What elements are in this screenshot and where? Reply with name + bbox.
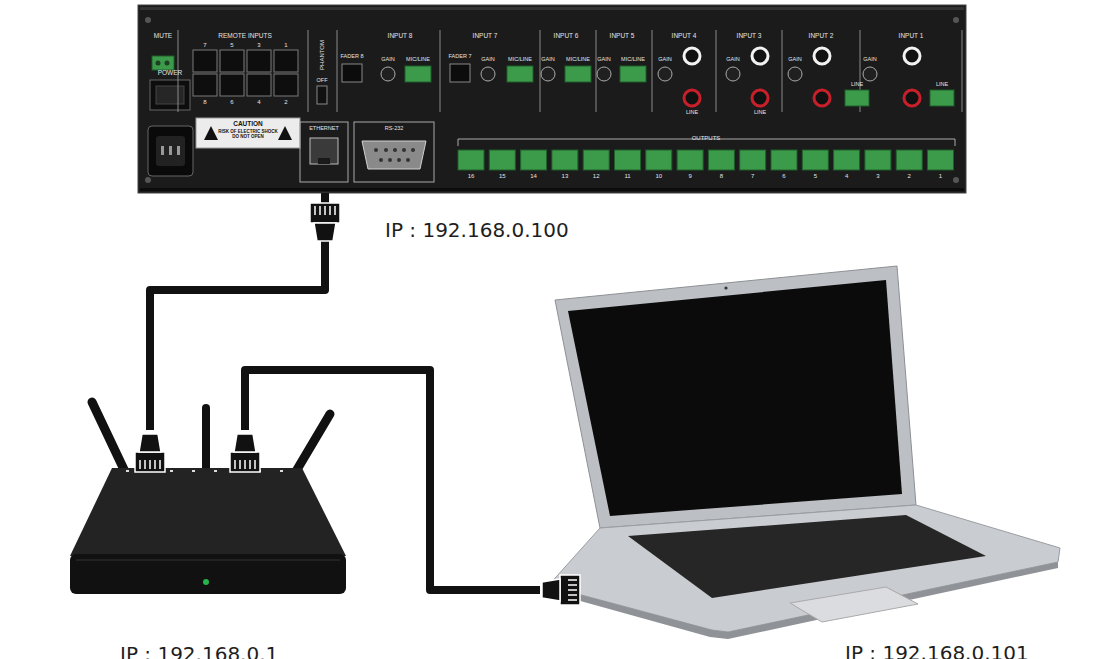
panel-label: LINE bbox=[686, 110, 698, 116]
panel-label: FADER 7 bbox=[449, 54, 472, 60]
output-number: 8 bbox=[720, 173, 723, 179]
panel-label: FADER 8 bbox=[341, 54, 364, 60]
panel-label: OUTPUTS bbox=[692, 135, 721, 141]
panel-label: MUTE bbox=[154, 33, 172, 40]
port-number: 6 bbox=[230, 99, 233, 105]
port-number: 2 bbox=[284, 99, 287, 105]
ip-address-label: IP : 192.168.0.100 bbox=[385, 218, 569, 242]
panel-label: GAIN bbox=[597, 57, 610, 63]
panel-label: INPUT 6 bbox=[554, 33, 579, 40]
panel-label: LINE bbox=[754, 110, 766, 116]
rj45-plug bbox=[230, 434, 260, 472]
panel-label: MIC/LINE bbox=[508, 57, 532, 63]
output-number: 14 bbox=[530, 173, 537, 179]
panel-label: GAIN bbox=[726, 57, 739, 63]
panel-label: GAIN bbox=[788, 57, 801, 63]
output-number: 11 bbox=[624, 173, 630, 179]
laptop: IP : 192.168.0.101 bbox=[540, 265, 1060, 630]
caution-label: CAUTION bbox=[233, 121, 263, 128]
panel-label: INPUT 8 bbox=[388, 33, 413, 40]
router-drawing bbox=[70, 402, 346, 594]
output-number: 6 bbox=[782, 173, 785, 179]
ip-address-label: IP : 192.168.0.1 bbox=[120, 642, 278, 659]
panel-label: POWER bbox=[158, 70, 183, 77]
port-number: 4 bbox=[257, 99, 260, 105]
panel-label: INPUT 5 bbox=[610, 33, 635, 40]
audio-matrix-device: IP : 192.168.0.100 bbox=[138, 5, 966, 193]
output-number: 13 bbox=[562, 173, 569, 179]
ethernet-cable bbox=[245, 370, 540, 590]
panel-label: INPUT 3 bbox=[737, 33, 762, 40]
panel-label: GAIN bbox=[541, 57, 554, 63]
ethernet-cable bbox=[150, 193, 325, 430]
output-number: 1 bbox=[939, 173, 942, 179]
warning-text: RISK OF ELECTRIC SHOCK DO NOT OPEN bbox=[216, 130, 280, 140]
panel-label: INPUT 7 bbox=[473, 33, 498, 40]
device-panel bbox=[138, 5, 966, 193]
output-number: 7 bbox=[751, 173, 754, 179]
rj45-plug bbox=[310, 203, 340, 241]
output-number: 15 bbox=[499, 173, 506, 179]
panel-label: INPUT 1 bbox=[899, 33, 924, 40]
output-number: 12 bbox=[593, 173, 600, 179]
panel-label: OFF bbox=[317, 78, 328, 84]
output-number: 2 bbox=[908, 173, 911, 179]
panel-label: INPUT 2 bbox=[809, 33, 834, 40]
panel-label: ETHERNET bbox=[309, 126, 339, 132]
panel-label: GAIN bbox=[658, 57, 671, 63]
output-number: 16 bbox=[468, 173, 475, 179]
port-number: 3 bbox=[257, 42, 260, 48]
output-number: 5 bbox=[814, 173, 817, 179]
rj45-plug bbox=[135, 434, 165, 472]
panel-label: RS-232 bbox=[385, 126, 404, 132]
port-number: 5 bbox=[230, 42, 233, 48]
port-number: 7 bbox=[203, 42, 206, 48]
laptop-drawing bbox=[548, 266, 1060, 639]
panel-label: MIC/LINE bbox=[566, 57, 590, 63]
panel-label: MIC/LINE bbox=[406, 57, 430, 63]
panel-label: GAIN bbox=[381, 57, 394, 63]
router: IP : 192.168.0.1 bbox=[70, 430, 350, 595]
panel-label: GAIN bbox=[863, 57, 876, 63]
output-number: 9 bbox=[688, 173, 691, 179]
panel-label: GAIN bbox=[481, 57, 494, 63]
ip-address-label: IP : 192.168.0.101 bbox=[845, 641, 1029, 659]
rj45-plug bbox=[542, 575, 580, 605]
panel-label: REMOTE INPUTS bbox=[218, 33, 271, 40]
panel-label: INPUT 4 bbox=[672, 33, 697, 40]
panel-label: PHANTOM bbox=[319, 40, 325, 70]
output-number: 10 bbox=[655, 173, 662, 179]
panel-label: MIC/LINE bbox=[621, 57, 645, 63]
port-number: 8 bbox=[203, 99, 206, 105]
panel-label: LINE bbox=[936, 82, 948, 88]
output-number: 4 bbox=[845, 173, 848, 179]
output-number: 3 bbox=[876, 173, 879, 179]
panel-label: LINE bbox=[851, 82, 863, 88]
port-number: 1 bbox=[284, 42, 287, 48]
